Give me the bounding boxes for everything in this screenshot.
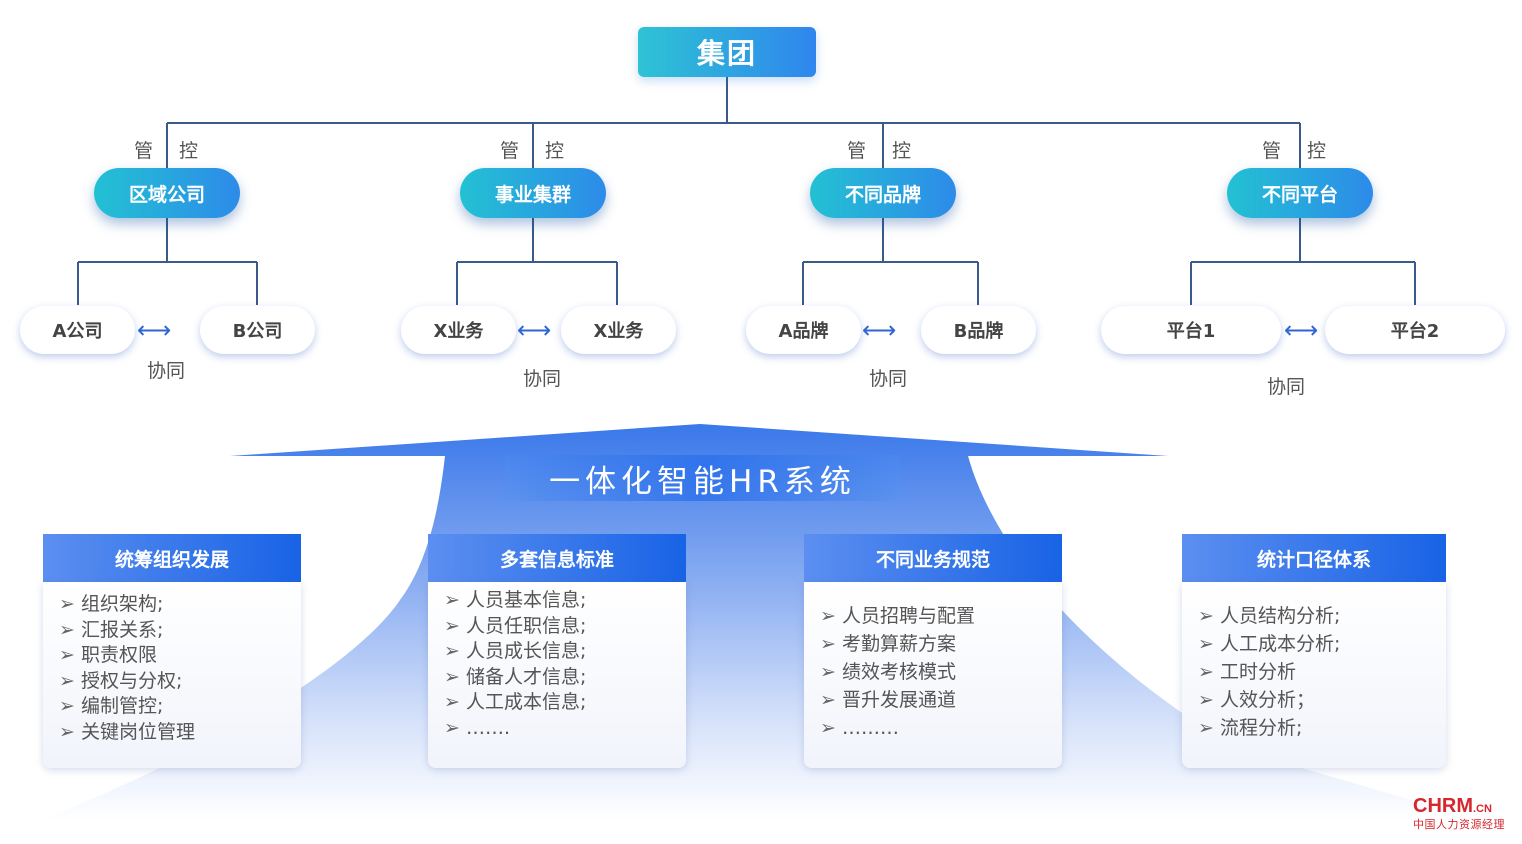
chevron-right-icon: ➢ — [444, 716, 460, 739]
double-arrow-icon: ⟷ — [137, 316, 172, 344]
control-label-right: 控 — [892, 140, 912, 162]
card-statistics: 统计口径体系 ➢人员结构分析; ➢人工成本分析; ➢工时分析 ➢人效分析； ➢流… — [1182, 534, 1446, 768]
chevron-right-icon: ➢ — [820, 605, 836, 627]
leaf-node: A公司 — [20, 306, 135, 354]
list-item: ➢储备人才信息; — [444, 665, 686, 691]
chevron-right-icon: ➢ — [1198, 605, 1214, 627]
control-label-left: 管 — [134, 140, 154, 162]
list-item: ➢人效分析； — [1198, 686, 1446, 714]
chevron-right-icon: ➢ — [59, 618, 75, 641]
chevron-right-icon: ➢ — [59, 695, 75, 717]
double-arrow-icon: ⟷ — [517, 316, 552, 344]
chevron-right-icon: ➢ — [444, 640, 460, 662]
list-item: ➢绩效考核模式 — [820, 658, 1062, 686]
branch-node-regional: 区域公司 — [94, 168, 240, 218]
list-item: ➢人员招聘与配置 — [820, 602, 1062, 630]
card-body: ➢人员基本信息; ➢人员任职信息; ➢人员成长信息; ➢储备人才信息; ➢人工成… — [428, 582, 686, 768]
branch-node-business: 事业集群 — [460, 168, 606, 218]
chevron-right-icon: ➢ — [444, 589, 460, 611]
coop-label: 协同 — [869, 368, 908, 390]
card-body: ➢人员结构分析; ➢人工成本分析; ➢工时分析 ➢人效分析； ➢流程分析; — [1182, 582, 1446, 768]
list-item: ➢……. — [444, 716, 686, 742]
leaf-node: B品牌 — [921, 306, 1036, 354]
list-item: ➢组织架构; — [59, 592, 301, 618]
list-item: ➢汇报关系; — [59, 618, 301, 644]
chevron-right-icon: ➢ — [820, 661, 836, 683]
list-item: ➢流程分析; — [1198, 714, 1446, 742]
card-info-standards: 多套信息标准 ➢人员基本信息; ➢人员任职信息; ➢人员成长信息; ➢储备人才信… — [428, 534, 686, 768]
chevron-right-icon: ➢ — [444, 691, 460, 713]
list-item: ➢人员结构分析; — [1198, 602, 1446, 630]
double-arrow-icon: ⟷ — [1284, 316, 1319, 344]
branch-node-brand: 不同品牌 — [810, 168, 956, 218]
chevron-right-icon: ➢ — [59, 720, 75, 743]
logo-wordmark: CHRM.CN — [1413, 795, 1492, 817]
control-label-right: 控 — [545, 140, 565, 162]
leaf-node: X业务 — [561, 306, 676, 354]
chevron-right-icon: ➢ — [59, 669, 75, 692]
double-arrow-icon: ⟷ — [862, 316, 897, 344]
card-title: 统计口径体系 — [1182, 534, 1446, 582]
card-title: 不同业务规范 — [804, 534, 1062, 582]
branch-node-platform: 不同平台 — [1227, 168, 1373, 218]
list-item: ➢关键岗位管理 — [59, 720, 301, 746]
control-label-left: 管 — [500, 140, 520, 162]
list-item: ➢工时分析 — [1198, 658, 1446, 686]
list-item: ➢职责权限 — [59, 643, 301, 669]
chevron-right-icon: ➢ — [820, 633, 836, 655]
card-org-development: 统筹组织发展 ➢组织架构; ➢汇报关系; ➢职责权限 ➢授权与分权; ➢编制管控… — [43, 534, 301, 768]
card-title: 多套信息标准 — [428, 534, 686, 582]
card-body: ➢人员招聘与配置 ➢考勤算薪方案 ➢绩效考核模式 ➢晋升发展通道 ➢……… — [804, 582, 1062, 768]
chevron-right-icon: ➢ — [1198, 717, 1214, 739]
card-title: 统筹组织发展 — [43, 534, 301, 582]
list-item: ➢晋升发展通道 — [820, 686, 1062, 714]
control-label-right: 控 — [179, 140, 199, 162]
control-label-right: 控 — [1307, 140, 1327, 162]
chevron-right-icon: ➢ — [59, 593, 75, 615]
chevron-right-icon: ➢ — [444, 665, 460, 688]
leaf-node: 平台1 — [1101, 306, 1281, 354]
control-label-left: 管 — [1262, 140, 1282, 162]
chevron-right-icon: ➢ — [59, 644, 75, 666]
leaf-node: A品牌 — [746, 306, 861, 354]
list-item: ➢考勤算薪方案 — [820, 630, 1062, 658]
leaf-node: B公司 — [200, 306, 315, 354]
chevron-right-icon: ➢ — [1198, 689, 1214, 711]
chevron-right-icon: ➢ — [820, 717, 836, 739]
list-item: ➢人员基本信息; — [444, 588, 686, 614]
logo-subtitle: 中国人力资源经理 — [1413, 818, 1505, 831]
chevron-right-icon: ➢ — [1198, 661, 1214, 683]
chevron-right-icon: ➢ — [820, 689, 836, 711]
hr-system-banner — [40, 424, 1480, 820]
coop-label: 协同 — [147, 360, 186, 382]
list-item: ➢人员任职信息; — [444, 614, 686, 640]
chrm-logo: CHRM.CN 中国人力资源经理 — [1413, 795, 1513, 832]
list-item: ➢授权与分权; — [59, 669, 301, 695]
coop-label: 协同 — [1267, 376, 1306, 398]
list-item: ➢编制管控; — [59, 694, 301, 720]
list-item: ➢人工成本信息; — [444, 690, 686, 716]
list-item: ➢人员成长信息; — [444, 639, 686, 665]
leaf-node: X业务 — [401, 306, 516, 354]
card-body: ➢组织架构; ➢汇报关系; ➢职责权限 ➢授权与分权; ➢编制管控; ➢关键岗位… — [43, 582, 301, 768]
coop-label: 协同 — [523, 368, 562, 390]
list-item: ➢……… — [820, 714, 1062, 742]
control-label-left: 管 — [847, 140, 867, 162]
hr-system-title: 一体化智能HR系统 — [505, 455, 900, 501]
card-business-norms: 不同业务规范 ➢人员招聘与配置 ➢考勤算薪方案 ➢绩效考核模式 ➢晋升发展通道 … — [804, 534, 1062, 768]
leaf-node: 平台2 — [1325, 306, 1505, 354]
chevron-right-icon: ➢ — [444, 614, 460, 637]
chevron-right-icon: ➢ — [1198, 633, 1214, 655]
root-node: 集团 — [638, 27, 816, 77]
list-item: ➢人工成本分析; — [1198, 630, 1446, 658]
